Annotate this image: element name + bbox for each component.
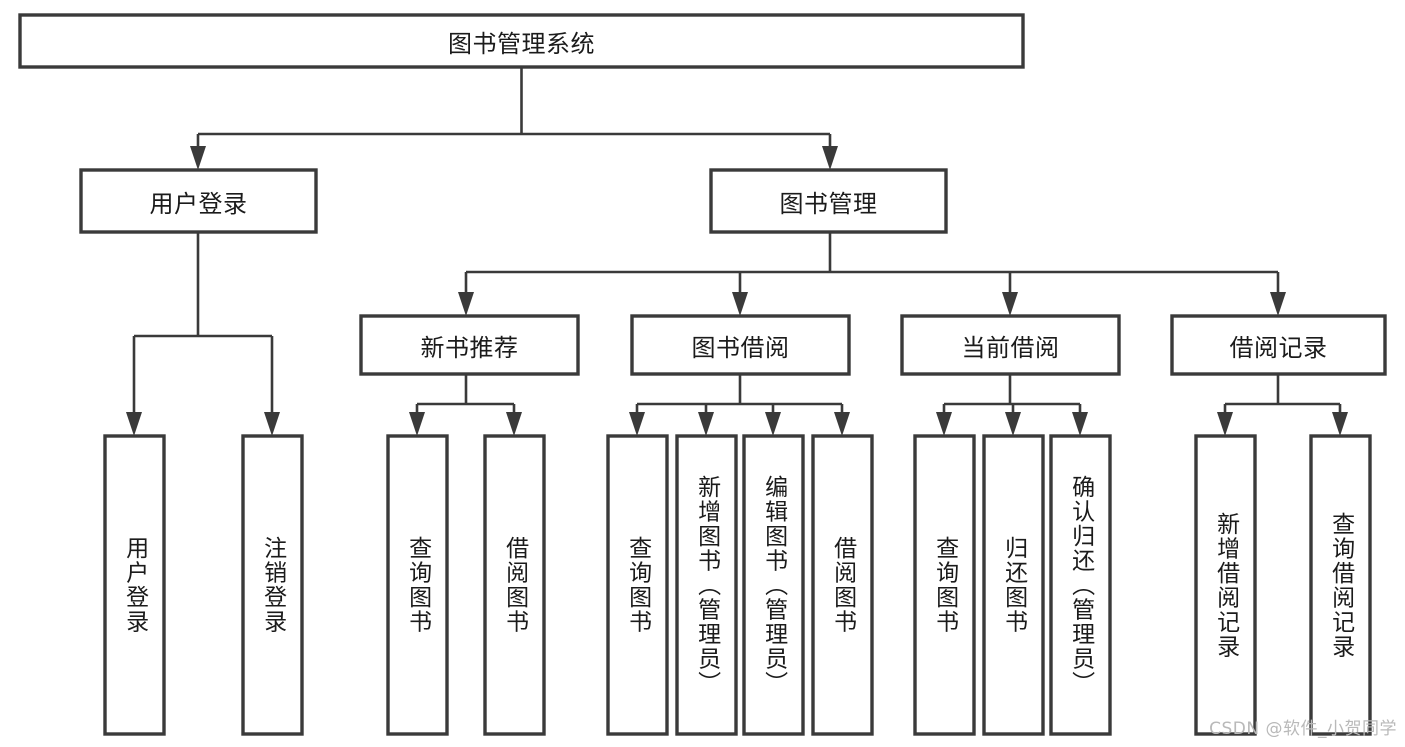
node-box-bookmgmt[interactable] — [709, 168, 948, 234]
arrow-head-leaf-2 — [264, 412, 280, 436]
node-box-leaf-13[interactable] — [1309, 434, 1372, 736]
node-box-leaf-2[interactable] — [241, 434, 304, 736]
arrow-head-leaf-10 — [1005, 412, 1021, 436]
node-box-root[interactable] — [18, 13, 1025, 69]
node-box-leaf-3[interactable] — [386, 434, 449, 736]
arrow-head-leaf-3 — [409, 412, 425, 436]
arrow-head-current — [1002, 292, 1018, 316]
node-box-leaf-11[interactable] — [1049, 434, 1112, 736]
csdn-watermark: CSDN @软件_小贺同学 — [1209, 719, 1397, 739]
connector-group — [126, 66, 1348, 436]
arrow-head-leaf-7 — [765, 412, 781, 436]
node-box-current[interactable] — [900, 314, 1121, 376]
arrow-head-leaf-9 — [936, 412, 952, 436]
node-box-group — [18, 13, 1387, 736]
node-box-leaf-5[interactable] — [606, 434, 669, 736]
arrow-head-borrow — [732, 292, 748, 316]
arrow-head-leaf-8 — [834, 412, 850, 436]
arrow-head-leaf-5 — [629, 412, 645, 436]
node-box-leaf-12[interactable] — [1194, 434, 1257, 736]
node-box-leaf-1[interactable] — [103, 434, 166, 736]
node-box-newbook[interactable] — [359, 314, 580, 376]
arrow-head-records — [1270, 292, 1286, 316]
node-box-login[interactable] — [79, 168, 318, 234]
node-box-leaf-9[interactable] — [913, 434, 976, 736]
node-box-records[interactable] — [1170, 314, 1387, 376]
arrow-head-newbook — [458, 292, 474, 316]
arrow-head-login — [190, 146, 206, 170]
node-box-leaf-4[interactable] — [483, 434, 546, 736]
node-box-leaf-6[interactable] — [675, 434, 738, 736]
arrow-head-leaf-11 — [1072, 412, 1088, 436]
arrow-head-bookmgmt — [822, 146, 838, 170]
node-box-borrow[interactable] — [630, 314, 851, 376]
node-box-leaf-10[interactable] — [982, 434, 1045, 736]
arrow-head-leaf-4 — [506, 412, 522, 436]
node-box-leaf-7[interactable] — [742, 434, 805, 736]
arrow-head-leaf-13 — [1332, 412, 1348, 436]
arrow-head-leaf-6 — [698, 412, 714, 436]
node-box-leaf-8[interactable] — [811, 434, 874, 736]
arrow-head-leaf-12 — [1217, 412, 1233, 436]
arrow-head-leaf-1 — [126, 412, 142, 436]
